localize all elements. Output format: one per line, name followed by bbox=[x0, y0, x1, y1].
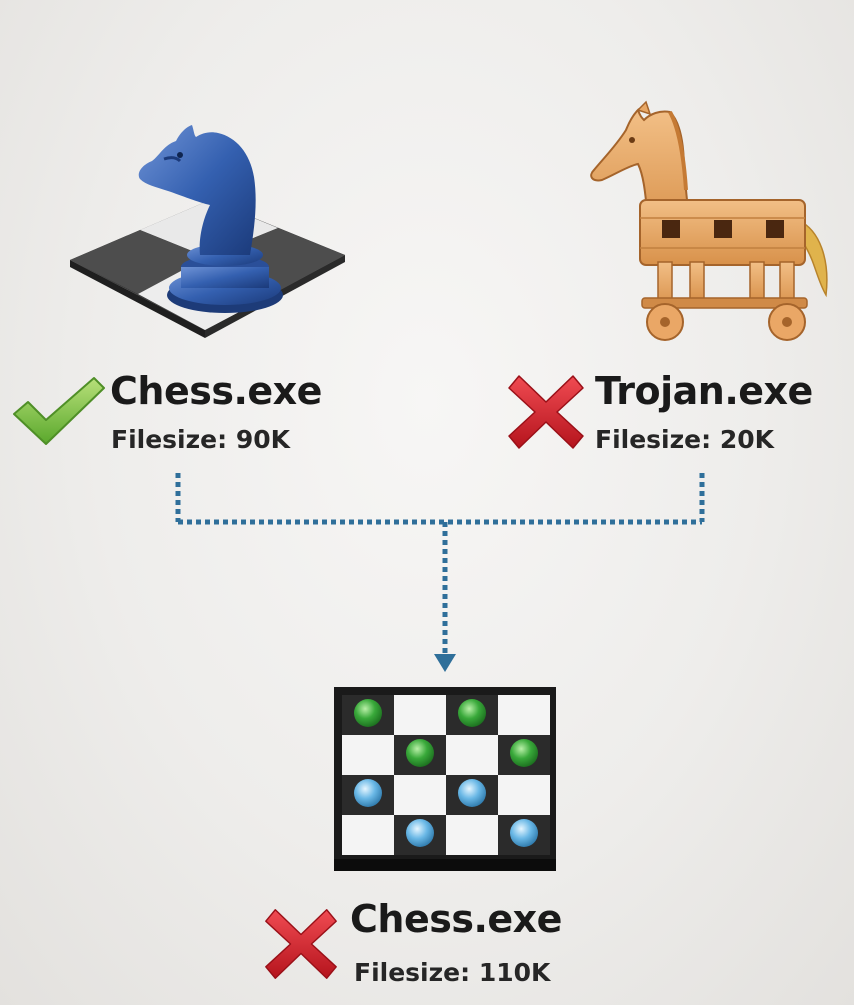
infected-chess-exe-filesize: Filesize: 110K bbox=[354, 958, 551, 987]
arrow-head bbox=[434, 654, 456, 672]
trojan-exe-title: Trojan.exe bbox=[595, 369, 813, 413]
merge-connector bbox=[175, 473, 705, 672]
trojan-exe-filesize: Filesize: 20K bbox=[595, 425, 774, 454]
chess-knight-icon bbox=[60, 95, 350, 345]
chess-exe-filesize: Filesize: 90K bbox=[111, 425, 290, 454]
infected-chess-exe-title: Chess.exe bbox=[350, 897, 562, 941]
check-icon bbox=[10, 372, 106, 452]
chess-exe-title: Chess.exe bbox=[110, 369, 322, 413]
checkers-board-icon bbox=[330, 683, 560, 873]
trojan-horse-icon bbox=[580, 100, 845, 345]
cross-icon bbox=[262, 905, 340, 983]
cross-icon bbox=[505, 372, 587, 452]
